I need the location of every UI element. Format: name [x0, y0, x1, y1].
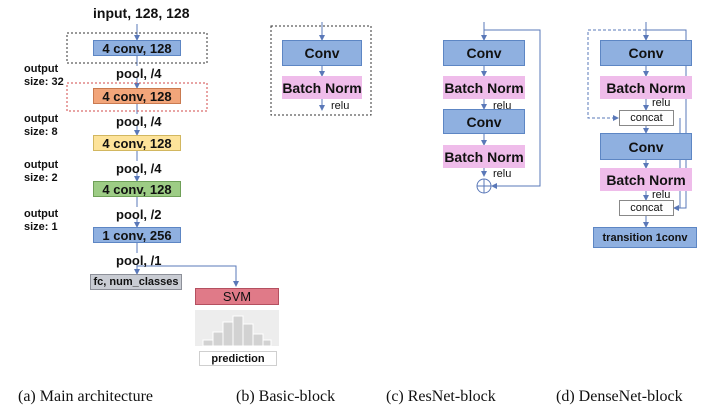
resnet-batch-norm-1: Batch Norm: [443, 76, 525, 99]
densenet-batch-norm-1: Batch Norm: [600, 76, 692, 99]
block-3: 4 conv, 128: [93, 135, 181, 151]
caption-b: (b) Basic-block: [236, 388, 336, 405]
pool-label-5: pool, /1: [116, 253, 162, 268]
fc-block: fc, num_classes: [90, 274, 182, 290]
densenet-relu-1: relu: [652, 97, 671, 109]
densenet-concat-1: concat: [619, 110, 674, 126]
caption-a: (a) Main architecture: [18, 388, 154, 405]
resnet-relu-2: relu: [493, 168, 512, 180]
basic-conv: Conv: [282, 40, 362, 66]
block-4: 4 conv, 128: [93, 181, 181, 197]
resnet-conv-1: Conv: [443, 40, 525, 66]
densenet-concat-2: concat: [619, 200, 674, 216]
caption-d: (d) DenseNet-block: [556, 388, 683, 405]
input-label: input, 128, 128: [93, 5, 190, 21]
densenet-batch-norm-2: Batch Norm: [600, 168, 692, 191]
pool-label-3: pool, /4: [116, 161, 162, 176]
block-2: 4 conv, 128: [93, 88, 181, 104]
resnet-batch-norm-2: Batch Norm: [443, 145, 525, 168]
densenet-conv-1: Conv: [600, 40, 692, 66]
svm-block: SVM: [195, 288, 279, 305]
densenet-transition: transition 1conv: [593, 227, 697, 248]
basic-relu: relu: [331, 100, 350, 112]
densenet-relu-2: relu: [652, 189, 671, 201]
basic-batch-norm: Batch Norm: [282, 76, 362, 99]
caption-c: (c) ResNet-block: [386, 388, 496, 405]
block-1: 4 conv, 128: [93, 40, 181, 56]
block-5: 1 conv, 256: [93, 227, 181, 243]
prediction-box: prediction: [199, 351, 277, 366]
pool-label-2: pool, /4: [116, 114, 162, 129]
densenet-conv-2: Conv: [600, 133, 692, 160]
prediction-histogram: [195, 310, 279, 346]
pool-label-1: pool, /4: [116, 66, 162, 81]
pool-label-4: pool, /2: [116, 207, 162, 222]
resnet-conv-2: Conv: [443, 109, 525, 134]
